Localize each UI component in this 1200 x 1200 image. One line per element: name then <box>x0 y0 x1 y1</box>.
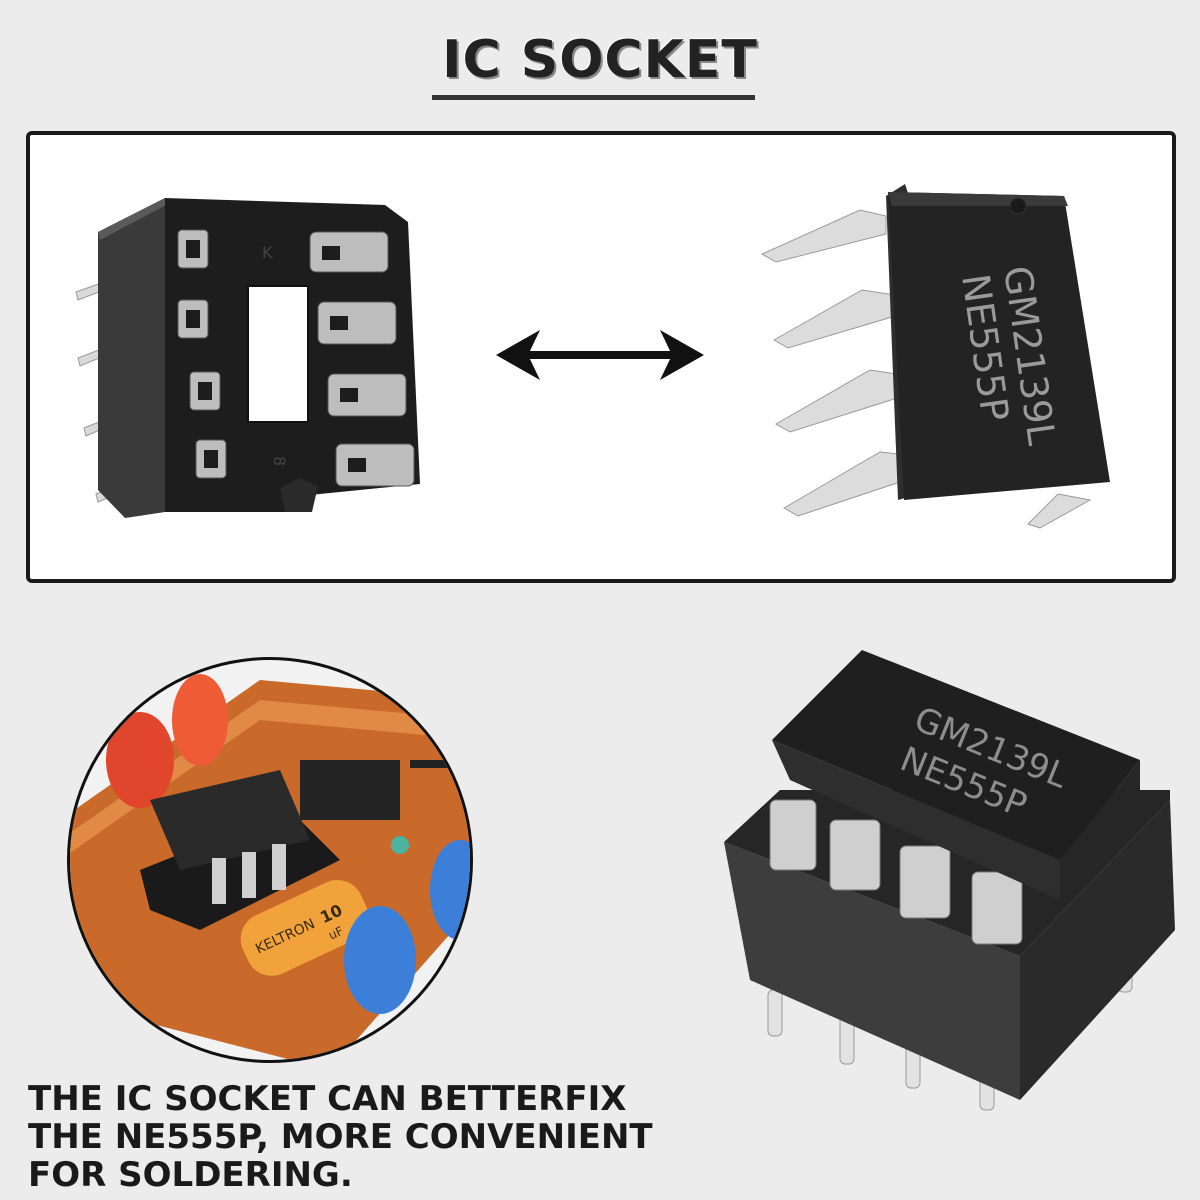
comparison-panel <box>26 131 1176 583</box>
caption-line-2: THE NE555P, MORE CONVENIENT <box>28 1117 653 1157</box>
capacitor-value: 10 <box>317 900 345 927</box>
chip-marking-line1-insert: GM2139L <box>909 699 1073 796</box>
page-title: IC SOCKET <box>442 30 758 90</box>
capacitor-unit: uF <box>326 924 345 943</box>
caption-line-1: THE IC SOCKET CAN BETTERFIX <box>28 1079 627 1119</box>
capacitor-brand: KELTRON <box>253 916 317 957</box>
caption: THE IC SOCKET CAN BETTERFIX THE NE555P, … <box>28 1080 728 1194</box>
title-underline <box>432 95 755 100</box>
caption-line-3: FOR SOLDERING. <box>28 1155 353 1195</box>
chip-marking-line2-insert: NE555P <box>895 739 1033 826</box>
